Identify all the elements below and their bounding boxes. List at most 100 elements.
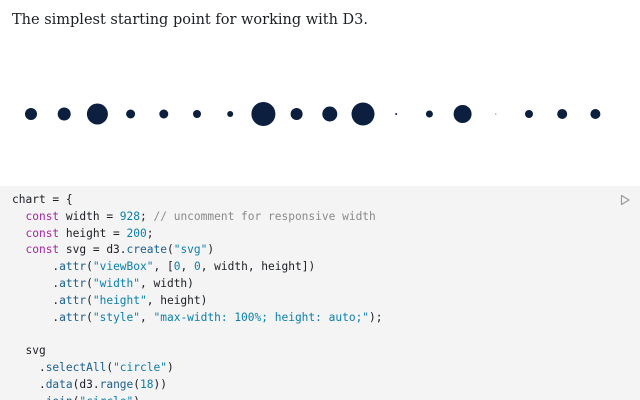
- code-token: (: [106, 360, 114, 374]
- code-token: svg = d3.: [59, 243, 127, 257]
- code-token: 0: [193, 260, 201, 274]
- circle-1: [57, 107, 71, 121]
- code-token: ;: [140, 209, 154, 223]
- code-token: (: [133, 377, 141, 391]
- code-token: .: [12, 293, 60, 307]
- code-token: (: [73, 395, 80, 400]
- code-token: ): [166, 360, 174, 374]
- code-line: .attr("width", width): [12, 276, 383, 293]
- code-line: .data(d3.range(18)): [12, 377, 383, 394]
- code-token: (: [86, 260, 93, 274]
- code-line: chart = {: [12, 192, 383, 209]
- code-token: [12, 227, 25, 240]
- code-token: )): [153, 377, 167, 391]
- code-cell[interactable]: chart = { const width = 928; // uncommen…: [0, 186, 640, 400]
- code-line: const width = 928; // uncomment for resp…: [12, 209, 383, 226]
- code-token: .: [12, 276, 60, 290]
- code-token: const: [25, 226, 60, 240]
- code-token: selectAll: [45, 360, 107, 374]
- code-token: , width, height]): [200, 260, 316, 274]
- circle-5: [193, 110, 201, 118]
- circle-17: [590, 109, 601, 119]
- code-token: "height": [92, 293, 147, 307]
- code-token: (: [86, 310, 93, 324]
- code-token: const: [25, 209, 60, 223]
- code-token: "circle": [79, 395, 133, 400]
- code-token: range: [99, 377, 134, 391]
- code-token: , [: [153, 260, 174, 274]
- code-token: "max-width: 100%; height: auto;": [153, 310, 370, 324]
- circle-6: [227, 111, 234, 117]
- code-line: .join("circle"): [12, 394, 383, 400]
- code-token: "circle": [113, 360, 167, 374]
- circle-2: [86, 103, 108, 125]
- code-token: .: [12, 260, 60, 274]
- code-token: attr: [59, 276, 87, 290]
- circle-4: [159, 109, 169, 119]
- code-token: (: [166, 243, 174, 257]
- code-token: data: [45, 377, 73, 391]
- code-token: .: [12, 310, 60, 324]
- code-line: const height = 200;: [12, 226, 383, 243]
- code-token: attr: [59, 260, 87, 274]
- circle-12: [425, 110, 433, 118]
- code-line: [12, 326, 383, 343]
- code-token: height =: [59, 226, 127, 240]
- code-token: [12, 210, 25, 223]
- code-token: );: [369, 310, 383, 324]
- code-token: (: [86, 276, 93, 290]
- code-token: ): [133, 395, 140, 400]
- code-token: 0: [173, 260, 181, 274]
- circle-16: [557, 109, 568, 119]
- code-token: "svg": [173, 243, 208, 257]
- circle-10: [351, 102, 375, 126]
- code-token: ): [207, 243, 215, 257]
- code-token: attr: [59, 310, 87, 324]
- code-token: // uncomment for responsive width: [153, 209, 376, 223]
- code-line: const svg = d3.create("svg"): [12, 242, 383, 259]
- circles-chart: [25, 102, 601, 126]
- code-token: chart = {: [12, 193, 73, 206]
- circle-13: [453, 105, 472, 123]
- code-token: svg: [12, 344, 46, 358]
- code-token: 200: [126, 226, 147, 240]
- circle-8: [290, 108, 303, 120]
- code-token: ,: [140, 310, 154, 324]
- code-token: width =: [59, 209, 120, 223]
- code-token: "style": [92, 310, 141, 324]
- code-token: (: [86, 293, 93, 307]
- code-token: const: [25, 243, 60, 257]
- code-token: "viewBox": [92, 260, 154, 274]
- circle-15: [525, 110, 533, 118]
- circle-7: [251, 102, 276, 126]
- code-line: .attr("style", "max-width: 100%; height:…: [12, 310, 383, 327]
- code-line: .attr("viewBox", [0, 0, width, height]): [12, 259, 383, 276]
- circle-11: [395, 113, 398, 115]
- run-cell-button[interactable]: [618, 192, 632, 206]
- code-token: ,: [180, 260, 194, 274]
- circle-3: [126, 109, 136, 119]
- play-triangle-icon: [620, 194, 630, 206]
- code-token: attr: [59, 293, 87, 307]
- circle-0: [25, 108, 37, 120]
- code-line: .selectAll("circle"): [12, 360, 383, 377]
- code-token: .: [12, 360, 46, 374]
- code-token: "width": [92, 276, 141, 290]
- code-line: svg: [12, 343, 383, 360]
- code-token: , width): [140, 276, 194, 290]
- code-token: .: [12, 377, 46, 391]
- circle-14: [495, 113, 497, 115]
- code-token: join: [46, 395, 73, 400]
- circle-9: [322, 106, 338, 122]
- code-line: .attr("height", height): [12, 293, 383, 310]
- code-token: (d3.: [72, 377, 100, 391]
- intro-text: The simplest starting point for working …: [12, 12, 369, 28]
- code-token: .: [12, 395, 46, 400]
- code-token: ;: [146, 226, 154, 240]
- code-editor[interactable]: chart = { const width = 928; // uncommen…: [12, 192, 383, 400]
- code-token: 18: [140, 377, 154, 391]
- code-token: [12, 243, 25, 256]
- code-token: 928: [119, 209, 141, 223]
- code-token: create: [126, 243, 167, 257]
- code-token: , height): [146, 293, 208, 307]
